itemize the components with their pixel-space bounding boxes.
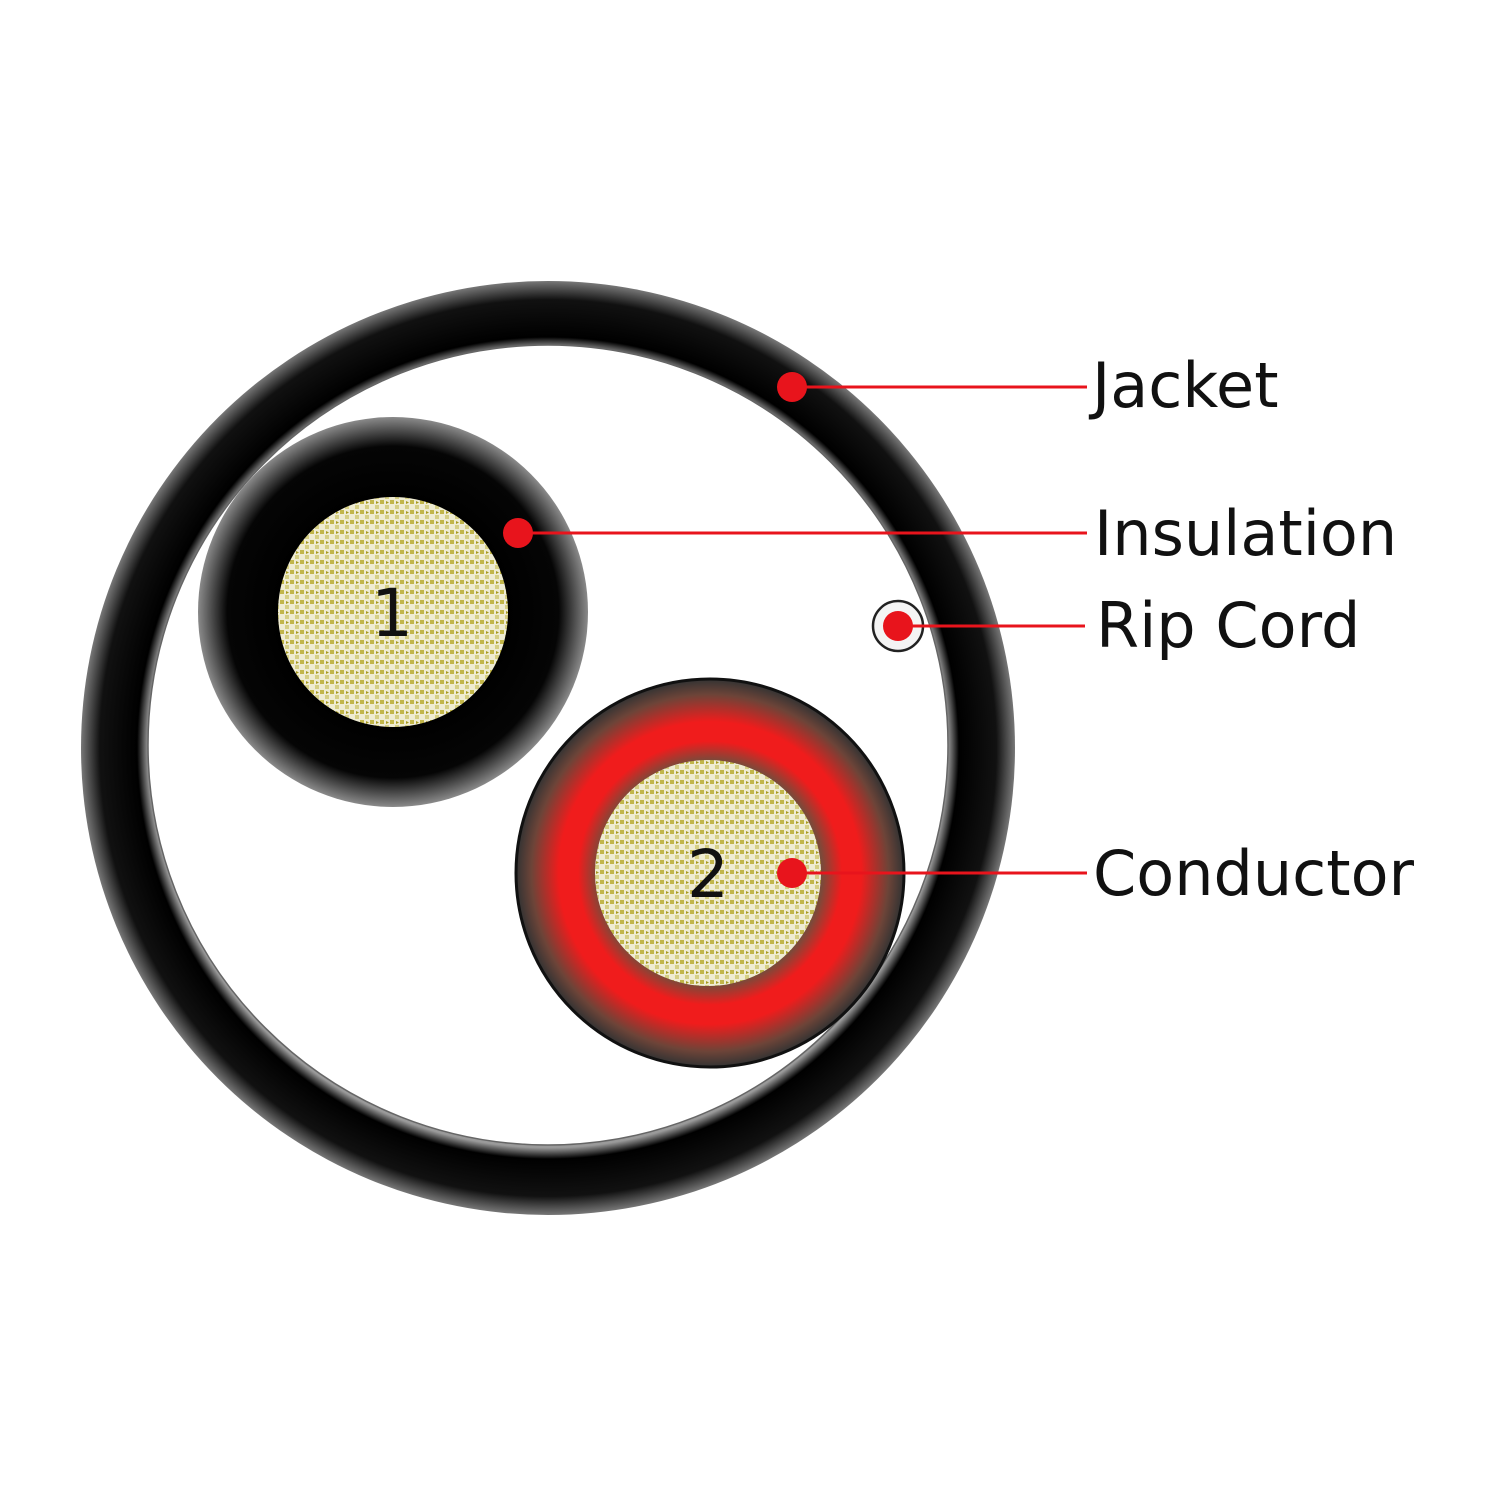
insulated-conductor-2: 2 — [514, 677, 906, 1069]
label-conductor: Conductor — [1093, 837, 1414, 910]
insulated-conductor-1: 1 — [198, 417, 588, 807]
callout-dot — [777, 372, 807, 402]
callout-dot — [503, 518, 533, 548]
callout-conductor: Conductor — [777, 837, 1414, 910]
conductor-1 — [278, 497, 508, 727]
conductor-number-1: 1 — [371, 575, 413, 652]
callout-dot — [777, 858, 807, 888]
label-rip-cord: Rip Cord — [1096, 589, 1360, 662]
callout-dot — [883, 611, 913, 641]
callout-jacket: Jacket — [777, 349, 1279, 422]
jacket — [81, 281, 1015, 1215]
callout-rip-cord: Rip Cord — [883, 589, 1360, 662]
conductor-number-2: 2 — [687, 836, 729, 913]
conductor-2 — [595, 760, 821, 986]
label-jacket: Jacket — [1088, 349, 1279, 422]
callout-insulation: Insulation — [503, 497, 1397, 570]
label-insulation: Insulation — [1094, 497, 1397, 570]
